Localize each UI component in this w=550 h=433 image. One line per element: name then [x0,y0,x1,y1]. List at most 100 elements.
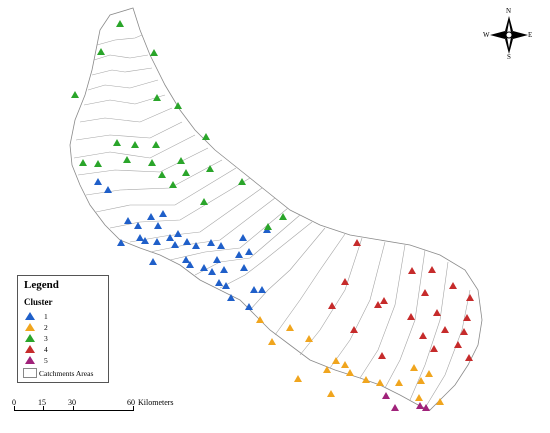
site-marker-cluster-1 [183,238,191,245]
site-marker-cluster-3 [279,213,287,220]
legend: Legend Cluster 1 2 3 4 5 Catchments Area… [17,275,109,383]
site-marker-cluster-2 [323,366,331,373]
site-marker-cluster-4 [350,326,358,333]
site-marker-cluster-5 [422,404,430,411]
site-marker-cluster-2 [305,335,313,342]
sampling-sites [71,20,474,411]
legend-item-cluster-3: 3 [24,333,48,343]
site-marker-cluster-1 [136,234,144,241]
scale-label: 0 [12,398,16,407]
legend-label: 3 [44,333,48,343]
site-marker-cluster-3 [97,48,105,55]
site-marker-cluster-1 [215,279,223,286]
site-marker-cluster-2 [395,379,403,386]
scale-label: 15 [38,398,46,407]
site-marker-cluster-4 [449,282,457,289]
legend-label: Catchments Areas [39,368,94,378]
site-marker-cluster-1 [149,258,157,265]
site-marker-cluster-1 [117,239,125,246]
site-marker-cluster-3 [79,159,87,166]
site-marker-cluster-1 [147,213,155,220]
site-marker-cluster-3 [238,178,246,185]
site-marker-cluster-3 [131,141,139,148]
scale-label: 60 [127,398,135,407]
compass-n: N [506,7,512,15]
site-marker-cluster-4 [374,301,382,308]
catchment-swatch-icon [23,368,37,378]
site-marker-cluster-2 [341,361,349,368]
legend-item-cluster-5: 5 [24,355,48,365]
site-marker-cluster-4 [454,341,462,348]
site-marker-cluster-2 [362,376,370,383]
triangle-icon [25,356,35,364]
compass-icon [490,16,528,54]
legend-title: Legend [24,279,59,291]
site-marker-cluster-1 [222,282,230,289]
compass-rose: N S E W [483,7,534,61]
site-marker-cluster-1 [192,242,200,249]
site-marker-cluster-1 [235,251,243,258]
site-marker-cluster-3 [174,102,182,109]
site-marker-cluster-1 [141,237,149,244]
site-marker-cluster-4 [466,294,474,301]
site-marker-cluster-4 [421,289,429,296]
site-marker-cluster-1 [186,261,194,268]
site-marker-cluster-1 [250,286,258,293]
site-marker-cluster-4 [433,309,441,316]
site-marker-cluster-1 [258,286,266,293]
site-marker-cluster-3 [153,94,161,101]
region-outline [69,7,483,411]
site-marker-cluster-3 [202,133,210,140]
site-marker-cluster-2 [332,357,340,364]
triangle-icon [25,312,35,320]
site-marker-cluster-4 [463,314,471,321]
legend-item-cluster-4: 4 [24,344,48,354]
site-marker-cluster-4 [407,313,415,320]
site-marker-cluster-2 [425,370,433,377]
site-marker-cluster-2 [286,324,294,331]
site-marker-cluster-4 [341,278,349,285]
legend-label: 5 [44,355,48,365]
site-marker-cluster-1 [171,241,179,248]
site-marker-cluster-1 [217,242,225,249]
scale-tick [133,406,134,411]
site-marker-cluster-3 [150,49,158,56]
site-marker-cluster-3 [152,141,160,148]
site-marker-cluster-3 [206,165,214,172]
site-marker-cluster-5 [416,402,424,409]
site-marker-cluster-4 [408,267,416,274]
site-marker-cluster-3 [177,157,185,164]
site-marker-cluster-2 [415,394,423,401]
scale-bar: 0 15 30 60 Kilometers [10,398,174,424]
site-marker-cluster-4 [419,332,427,339]
site-marker-cluster-1 [153,238,161,245]
site-marker-cluster-4 [465,354,473,361]
site-marker-cluster-4 [441,326,449,333]
site-marker-cluster-3 [123,156,131,163]
compass-e: E [528,31,533,39]
scale-unit: Kilometers [138,398,174,407]
site-marker-cluster-4 [380,297,388,304]
site-marker-cluster-1 [200,264,208,271]
site-marker-cluster-3 [113,139,121,146]
compass-s: S [507,53,511,61]
site-marker-cluster-2 [268,338,276,345]
scale-tick [73,406,74,411]
site-marker-cluster-1 [124,217,132,224]
site-marker-cluster-4 [428,266,436,273]
site-marker-cluster-2 [436,398,444,405]
legend-item-cluster-1: 1 [24,311,48,321]
legend-label: 1 [44,311,48,321]
compass-w: W [483,31,490,39]
site-marker-cluster-1 [239,234,247,241]
site-marker-cluster-2 [346,369,354,376]
site-marker-cluster-1 [174,230,182,237]
site-marker-cluster-3 [264,223,272,230]
site-marker-cluster-2 [294,375,302,382]
site-marker-cluster-1 [134,222,142,229]
triangle-icon [25,345,35,353]
site-marker-cluster-1 [227,294,235,301]
triangle-icon [25,334,35,342]
site-marker-cluster-4 [328,302,336,309]
